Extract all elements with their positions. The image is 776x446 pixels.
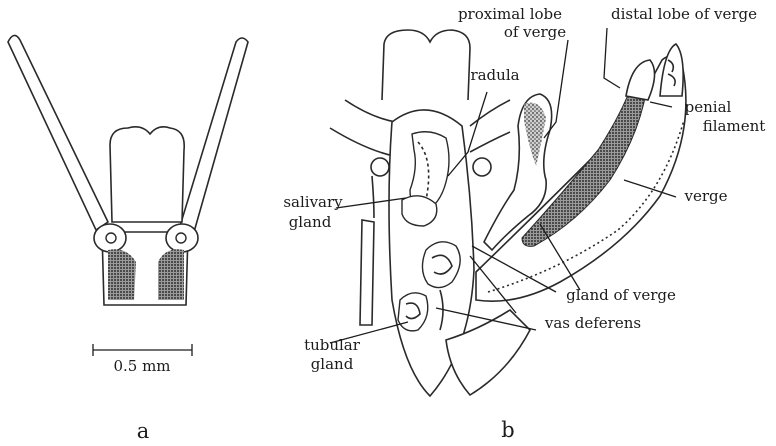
penial-filament — [660, 44, 683, 96]
scale-bar-label: 0.5 mm — [113, 357, 170, 375]
label-penial-line1: penial — [685, 98, 732, 116]
panel-a-drawing — [8, 35, 248, 305]
label-gland-of-verge: gland of verge — [566, 286, 676, 304]
label-distal-lobe: distal lobe of verge — [611, 5, 757, 23]
left-tentacle — [8, 35, 108, 230]
label-vas-deferens: vas deferens — [544, 314, 641, 332]
label-radula: radula — [470, 66, 519, 84]
label-verge: verge — [683, 187, 727, 205]
label-tubular-line1: tubular — [304, 336, 361, 354]
right-tentacle — [180, 38, 248, 232]
panel-b-drawing — [330, 30, 686, 396]
salivary-gland — [402, 196, 437, 226]
left-pigment-patch — [108, 249, 136, 300]
right-eye — [176, 233, 186, 243]
label-proximal-lobe-line2: of verge — [504, 23, 566, 41]
scale-bar — [93, 344, 192, 356]
snout — [110, 127, 184, 222]
right-pigment-patch — [158, 249, 184, 300]
label-proximal-lobe-line1: proximal lobe — [458, 5, 562, 23]
label-salivary-line1: salivary — [283, 193, 343, 211]
left-eye — [106, 233, 116, 243]
snout-outline — [382, 30, 470, 100]
panel-b-letter: b — [501, 418, 514, 442]
distal-lobe — [626, 60, 655, 100]
left-eye-b — [371, 158, 389, 176]
label-salivary-line2: gland — [289, 213, 332, 231]
panel-a-letter: a — [137, 419, 150, 443]
label-tubular-line2: gland — [311, 355, 354, 373]
label-penial-line2: filament — [703, 117, 766, 135]
right-eye-b — [473, 158, 491, 176]
